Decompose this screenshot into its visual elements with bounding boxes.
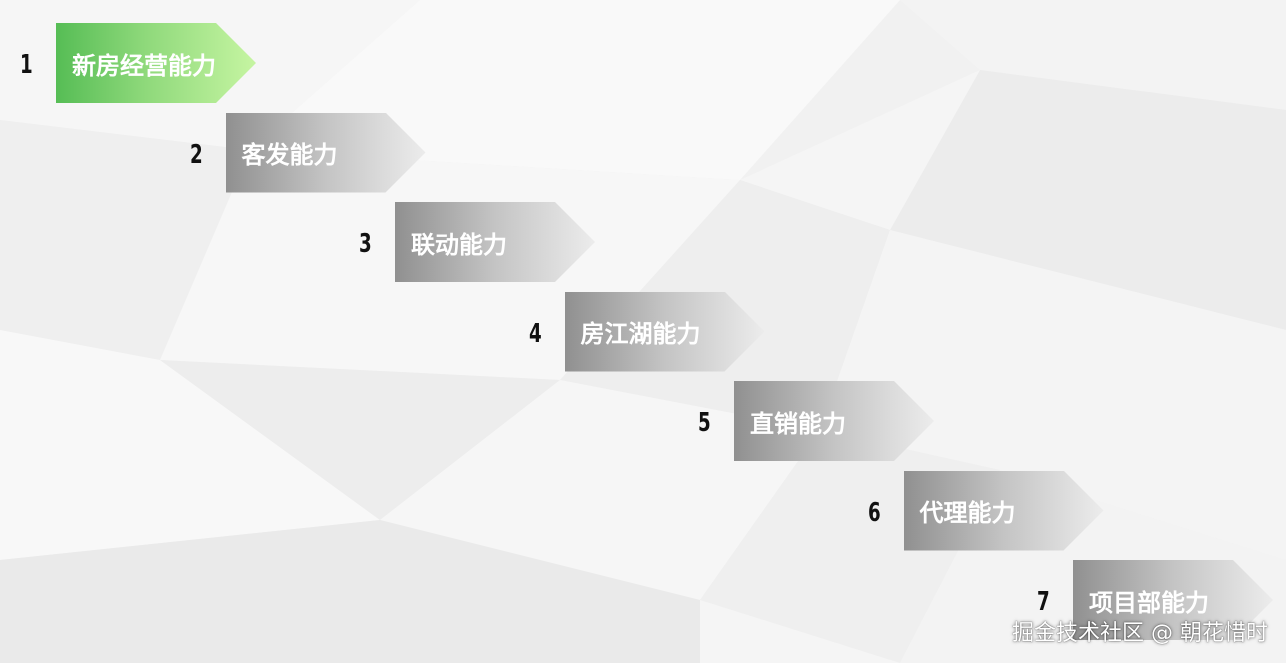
step-number: 6 [867,497,881,528]
step-label: 代理能力 [919,499,1016,527]
step-label: 直销能力 [750,409,846,438]
step-number: 3 [359,229,372,259]
watermark-text: 掘金技术社区 @ 朝花惜时 [1012,621,1268,646]
step-number: 5 [698,408,711,438]
step-number: 7 [1037,587,1050,617]
step-number: 1 [20,50,33,80]
step-number: 4 [528,318,542,349]
step-arrow: 直销能力 [734,381,934,461]
step-number: 2 [189,139,203,170]
step-label: 新房经营能力 [72,51,216,80]
step-label: 客发能力 [241,141,338,169]
step-arrow: 联动能力 [395,202,595,282]
step-label: 联动能力 [411,230,507,259]
step-arrow: 房江湖能力 [564,291,765,372]
step-label: 项目部能力 [1089,588,1209,617]
step-arrow: 代理能力 [903,470,1104,551]
step-arrow: 客发能力 [225,112,426,193]
step-arrow: 新房经营能力 [56,23,256,103]
step-label: 房江湖能力 [580,320,701,348]
step-arrow: 项目部能力 [1073,560,1273,640]
